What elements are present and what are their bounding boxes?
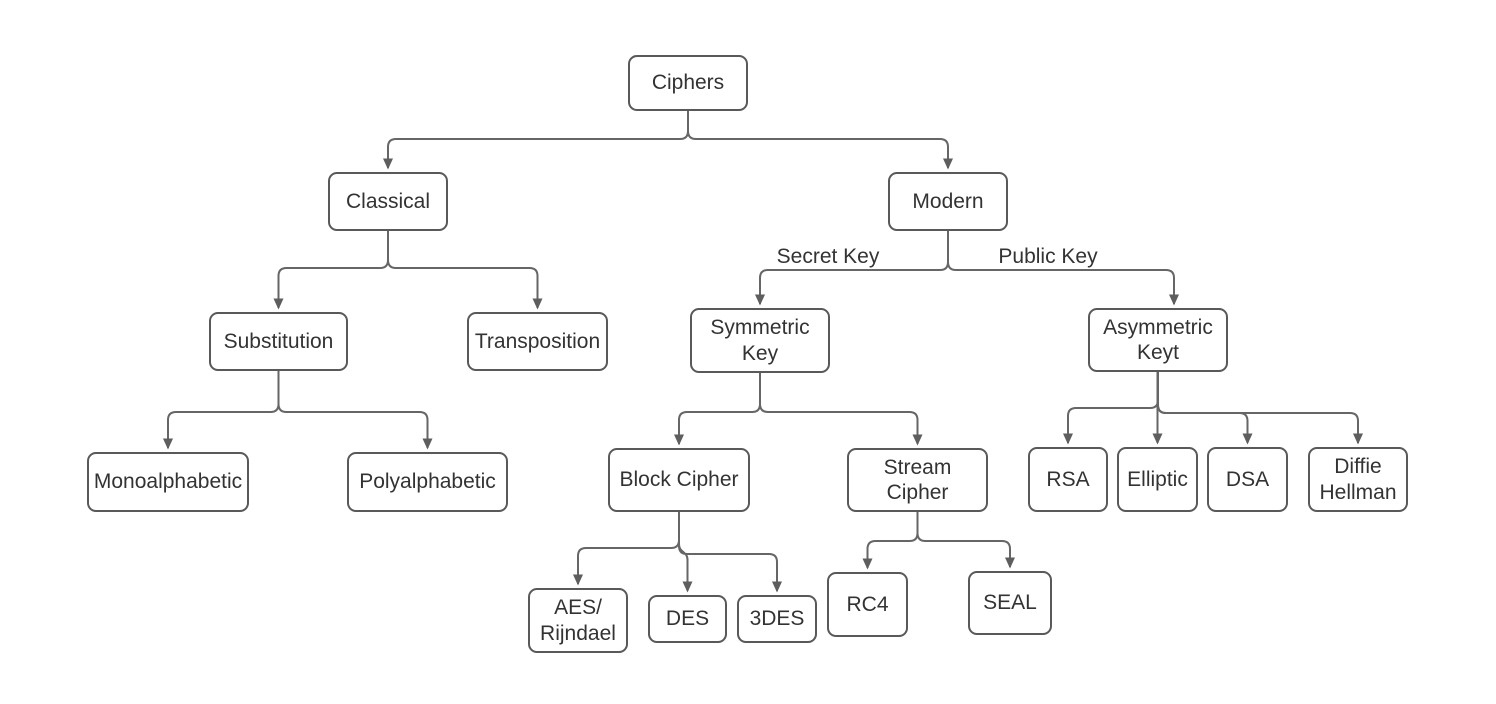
edge-asymmetric-diffie-hellman: [1157, 372, 1363, 445]
edge-asymmetric-dsa: [1157, 372, 1253, 445]
node-label: Modern: [912, 189, 984, 213]
node-3des[interactable]: 3DES: [737, 595, 817, 643]
node-block-cipher[interactable]: Block Cipher: [608, 448, 750, 512]
node-seal[interactable]: SEAL: [968, 571, 1052, 635]
edge-label-secret-key: Secret Key: [776, 245, 880, 268]
node-substitution[interactable]: Substitution: [209, 312, 348, 371]
edge-label-public-key: Public Key: [998, 245, 1098, 268]
node-label: Classical: [345, 189, 431, 213]
node-aes-rijndael[interactable]: AES/ Rijndael: [528, 588, 628, 653]
node-label: Polyalphabetic: [359, 470, 496, 494]
node-polyalphabetic[interactable]: Polyalphabetic: [347, 452, 508, 512]
node-des[interactable]: DES: [648, 595, 727, 643]
node-label: Monoalphabetic: [93, 470, 243, 494]
edge-stream-seal: [916, 512, 1015, 569]
edge-ciphers-modern: [687, 111, 953, 170]
node-label: DSA: [1225, 467, 1270, 491]
node-label: AES/ Rijndael: [540, 596, 616, 645]
node-label: Symmetric Key: [710, 316, 810, 365]
edge-modern-asymmetric: [947, 231, 1179, 306]
edge-symmetric-stream-cipher: [759, 373, 923, 446]
edge-substitution-monoalphabetic: [163, 371, 280, 450]
edge-substitution-polyalphabetic: [277, 371, 433, 450]
node-label: RSA: [1046, 467, 1090, 491]
edge-classical-substitution: [273, 231, 389, 310]
node-label: Block Cipher: [619, 468, 739, 492]
node-label: Elliptic: [1127, 467, 1188, 491]
node-stream-cipher[interactable]: Stream Cipher: [847, 448, 988, 512]
edge-asymmetric-rsa: [1063, 372, 1159, 445]
node-label: 3DES: [749, 607, 805, 631]
node-label: Transposition: [474, 329, 601, 353]
node-diffie-hellman[interactable]: Diffie Hellman: [1308, 447, 1408, 512]
node-classical[interactable]: Classical: [328, 172, 448, 231]
node-symmetric-key[interactable]: Symmetric Key: [690, 308, 830, 373]
node-modern[interactable]: Modern: [888, 172, 1008, 231]
edge-block-3des: [678, 512, 782, 593]
edge-block-aes: [573, 512, 680, 586]
edge-symmetric-block-cipher: [674, 373, 761, 446]
node-ciphers[interactable]: Ciphers: [628, 55, 748, 111]
node-label: RC4: [846, 592, 889, 616]
node-label: Ciphers: [651, 71, 725, 95]
node-label: Stream Cipher: [883, 455, 952, 504]
edge-classical-transposition: [387, 231, 543, 310]
node-label: Substitution: [223, 329, 334, 353]
node-monoalphabetic[interactable]: Monoalphabetic: [87, 452, 249, 512]
node-dsa[interactable]: DSA: [1207, 447, 1288, 512]
node-label: Asymmetric Keyt: [1103, 315, 1213, 364]
node-elliptic[interactable]: Elliptic: [1117, 447, 1198, 512]
node-label: DES: [665, 607, 710, 631]
node-rsa[interactable]: RSA: [1028, 447, 1108, 512]
edge-stream-rc4: [862, 512, 919, 570]
node-label: Diffie Hellman: [1319, 455, 1397, 504]
edge-ciphers-classical: [383, 111, 689, 170]
node-label: SEAL: [983, 591, 1037, 615]
node-transposition[interactable]: Transposition: [467, 312, 608, 371]
node-rc4[interactable]: RC4: [827, 572, 908, 637]
node-asymmetric-key[interactable]: Asymmetric Keyt: [1088, 308, 1228, 372]
